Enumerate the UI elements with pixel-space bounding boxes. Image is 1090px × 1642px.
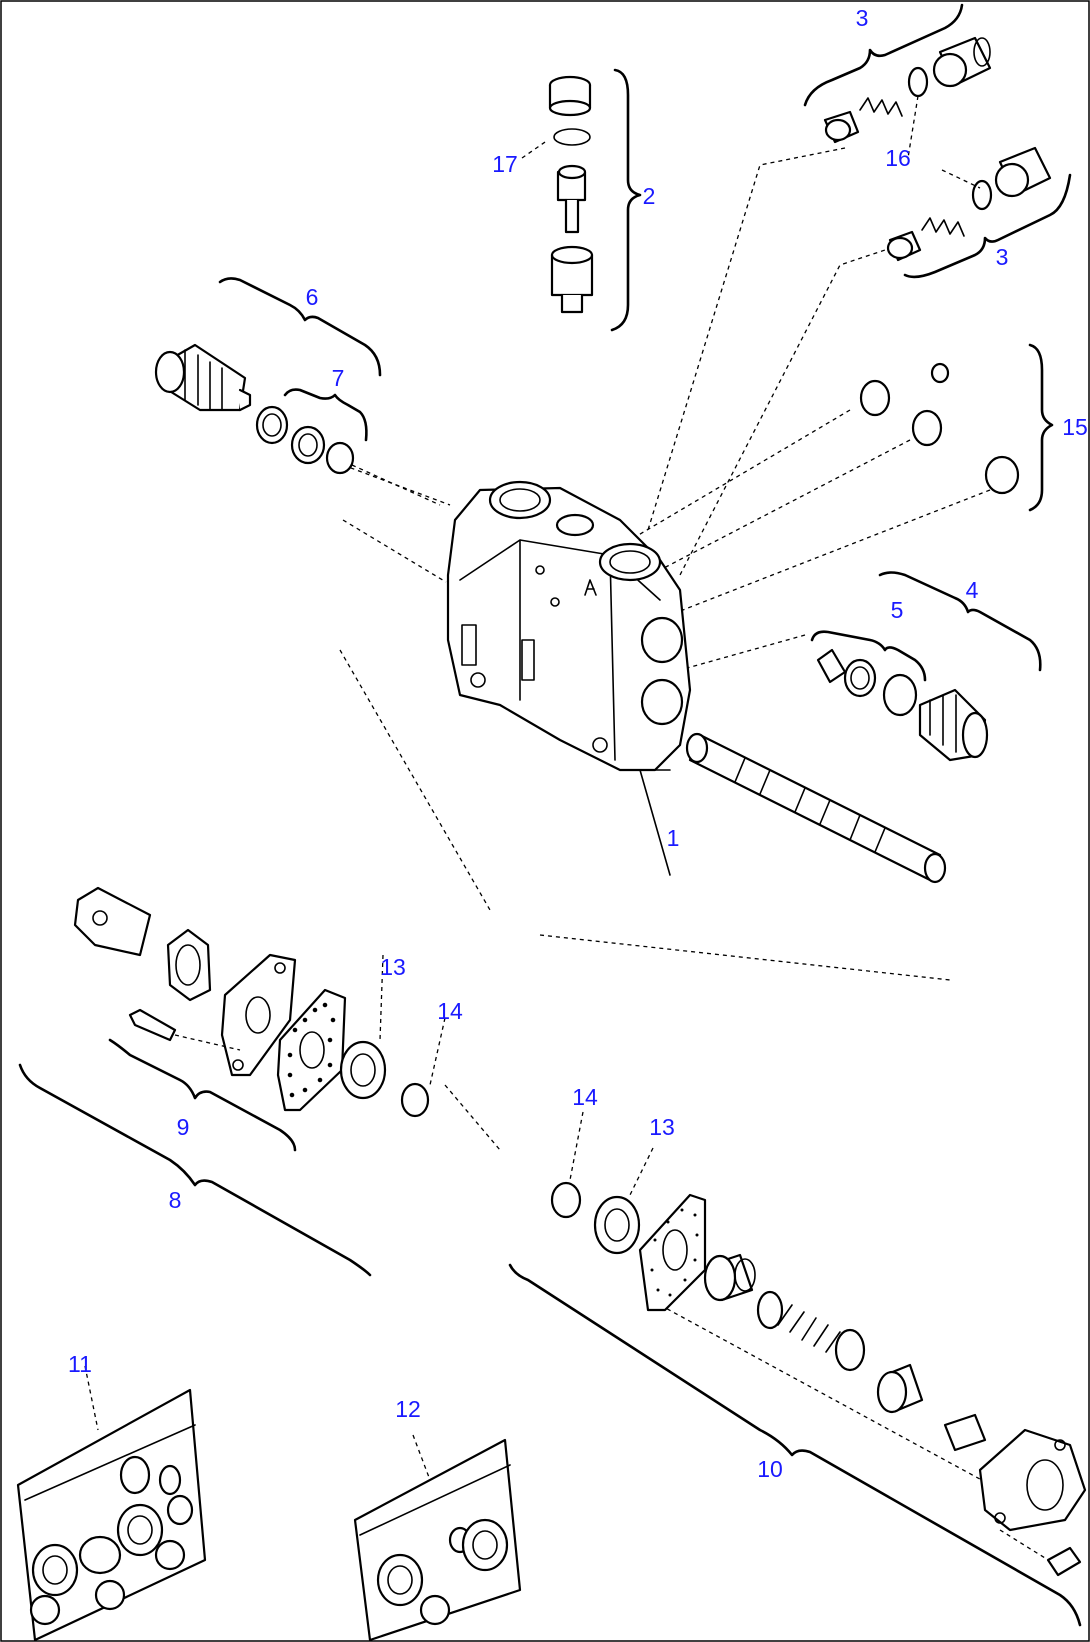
- part-group-7: [255, 388, 441, 506]
- part-group-10: [508, 1111, 1087, 1627]
- callout-10: 10: [757, 1456, 783, 1482]
- part-group-4: [878, 571, 1042, 762]
- leader-lines: [339, 147, 1001, 1491]
- callout-9: 9: [177, 1114, 190, 1140]
- callout-16: 16: [885, 145, 911, 171]
- callout-7: 7: [332, 365, 345, 391]
- callout-5: 5: [891, 597, 904, 623]
- part-group-5: [810, 630, 927, 717]
- callout-11: 11: [68, 1351, 92, 1377]
- callout-3-lower: 3: [996, 244, 1009, 270]
- callout-13-left: 13: [380, 954, 406, 980]
- part-group-3-upper: [803, 3, 992, 159]
- callout-labels: 1 2 3 3 4 5 6 7 8 9 10 11 12 13 13 14 14…: [68, 5, 1088, 1482]
- seal-kit-11: [16, 1365, 207, 1642]
- part-group-6: [154, 277, 382, 412]
- callout-13-right: 13: [649, 1114, 675, 1140]
- callout-12: 12: [395, 1396, 421, 1422]
- callout-6: 6: [306, 284, 319, 310]
- part-group-9: [73, 886, 430, 1152]
- callout-15: 15: [1062, 414, 1088, 440]
- callout-4: 4: [966, 577, 979, 603]
- callout-14-left: 14: [437, 998, 463, 1024]
- callout-17: 17: [492, 151, 518, 177]
- callout-3-upper: 3: [856, 5, 869, 31]
- callout-1: 1: [667, 825, 680, 851]
- callout-14-right: 14: [572, 1084, 598, 1110]
- spool: [685, 732, 947, 884]
- part-group-15: [859, 343, 1054, 512]
- valve-body: [446, 480, 692, 772]
- callout-2: 2: [643, 183, 656, 209]
- seal-kit-12: [353, 1434, 522, 1642]
- o-ring-17: [553, 128, 591, 146]
- part-group-2: [521, 68, 642, 332]
- part-group-3-lower: [886, 146, 1072, 279]
- part-group-8: [18, 954, 446, 1277]
- callout-8: 8: [169, 1187, 182, 1213]
